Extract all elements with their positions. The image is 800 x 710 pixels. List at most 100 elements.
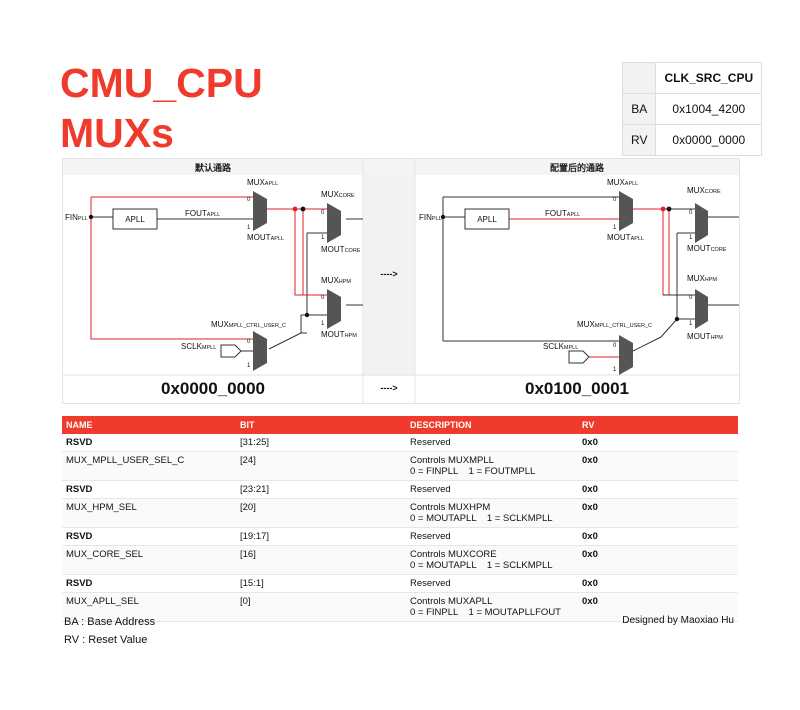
field-bits: [20]: [236, 498, 406, 528]
svg-text:1: 1: [689, 321, 693, 327]
col-header-name: NAME: [62, 416, 236, 434]
field-name: RSVD: [62, 480, 236, 499]
svg-text:0: 0: [613, 343, 617, 349]
right-mux-core-label: MUXCORE: [687, 186, 721, 195]
field-bits: [16]: [236, 545, 406, 575]
register-corner-cell: [621, 62, 657, 94]
mux-pin-numbers: 01 01 01 01 01 01 01 01: [247, 197, 693, 373]
field-description-line: Reserved: [410, 578, 451, 589]
field-description-line: Controls MUXMPLL: [410, 455, 494, 466]
right-circuit: [440, 191, 739, 375]
field-reset-value: 0x0: [578, 545, 738, 575]
svg-text:1: 1: [247, 363, 251, 369]
field-reset-value: 0x0: [578, 451, 738, 481]
left-fin-label: FINPLL: [65, 213, 88, 222]
right-fin-dot: [440, 214, 446, 220]
right-mux-apll-shape: [619, 191, 633, 231]
left-mux-mpll-shape: [253, 331, 267, 371]
page-subtitle: MUXs: [60, 110, 174, 156]
right-sclk-label: SCLKMPLL: [543, 342, 578, 351]
left-register-value: 0x0000_0000: [160, 379, 265, 398]
svg-text:1: 1: [613, 367, 617, 373]
right-fout-label: FOUTAPLL: [545, 209, 580, 218]
rv-label: RV: [621, 124, 657, 156]
ba-legend: BA : Base Address: [64, 616, 156, 628]
field-description-line: Controls MUXAPLL: [410, 596, 493, 607]
field-bits: [31:25]: [236, 434, 406, 452]
table-row: RSVD[31:25] Reserved 0x0: [62, 434, 738, 452]
col-header-description: DESCRIPTION: [406, 416, 578, 434]
middle-arrow: ---->: [380, 269, 397, 279]
field-name: RSVD: [62, 574, 236, 593]
field-description-line: Reserved: [410, 531, 451, 542]
right-register-value: 0x0100_0001: [524, 379, 629, 398]
diagram-header-bar: [63, 159, 739, 175]
right-mux-hpm-label: MUXHPM: [687, 274, 717, 283]
ba-label: BA: [621, 93, 657, 125]
left-mux-core-label: MUXCORE: [321, 190, 355, 199]
bit-table-header-row: NAME BIT DESCRIPTION RV: [62, 416, 738, 434]
col-header-rv: RV: [578, 416, 738, 434]
ba-value: 0x1004_4200: [655, 93, 763, 125]
svg-text:1: 1: [321, 321, 325, 327]
right-apll-block: [464, 208, 510, 230]
left-mux-apll-label: MUXAPLL: [247, 178, 278, 187]
right-apll-label: APLL: [477, 215, 497, 224]
svg-text:1: 1: [689, 235, 693, 241]
page-title: CMU_CPU: [60, 60, 263, 106]
field-description-line: Reserved: [410, 437, 451, 448]
svg-text:0: 0: [247, 197, 251, 203]
bit-field-table: NAME BIT DESCRIPTION RV RSVD[31:25]Reser…: [62, 416, 738, 622]
field-description-values: 0 = FINPLL 1 = MOUTAPLLFOUT: [410, 607, 561, 618]
svg-text:0: 0: [689, 210, 693, 216]
rv-legend: RV : Reset Value: [64, 634, 148, 646]
right-mux-mpll-shape: [619, 335, 633, 375]
designer-credit: Designed by Maoxiao Hu: [622, 615, 734, 626]
field-description-line: Reserved: [410, 484, 451, 495]
svg-text:0: 0: [321, 210, 325, 216]
field-name: MUX_MPLL_USER_SEL_C: [62, 451, 236, 481]
svg-text:0: 0: [613, 197, 617, 203]
field-reset-value: 0x0: [578, 574, 738, 593]
field-description: Reserved: [406, 527, 578, 546]
field-name: MUX_HPM_SEL: [62, 498, 236, 528]
field-reset-value: 0x0: [578, 434, 738, 452]
field-bits: [24]: [236, 451, 406, 481]
field-bits: [23:21]: [236, 480, 406, 499]
value-arrow: ---->: [380, 383, 397, 393]
svg-text:1: 1: [247, 225, 251, 231]
svg-text:0: 0: [247, 339, 251, 345]
svg-text:0: 0: [321, 295, 325, 301]
right-branch-dot-red: [660, 206, 666, 212]
field-description-line: Controls MUXHPM: [410, 502, 491, 513]
field-description: Reserved: [406, 480, 578, 499]
col-header-bit: BIT: [236, 416, 406, 434]
right-sclk-dot: [674, 316, 680, 322]
left-circuit: [88, 191, 363, 371]
field-description-values: 0 = MOUTAPLL 1 = SCLKMPLL: [410, 513, 553, 524]
mux-diagram-svg: FINPLL APLL FOUTAPLL MUXAPLL MOUTAPLL MU…: [63, 159, 739, 403]
left-mout-hpm-label: MOUTHPM: [321, 330, 357, 339]
right-diagram-title: 配置后的通路: [549, 163, 604, 173]
left-mux-core-shape: [327, 203, 341, 243]
left-sclk-input-shape: [220, 344, 242, 358]
field-name: RSVD: [62, 527, 236, 546]
left-sclk-dot: [304, 312, 310, 318]
field-description-values: 0 = FINPLL 1 = FOUTMPLL: [410, 466, 536, 477]
field-name: RSVD: [62, 434, 236, 452]
left-mout-core-label: MOUTCORE: [321, 245, 361, 254]
table-row: RSVD[23:21] Reserved 0x0: [62, 480, 738, 499]
field-name: MUX_CORE_SEL: [62, 545, 236, 575]
field-reset-value: 0x0: [578, 480, 738, 499]
register-name: CLK_SRC_CPU: [655, 62, 763, 94]
left-branch-dot-black: [300, 206, 306, 212]
